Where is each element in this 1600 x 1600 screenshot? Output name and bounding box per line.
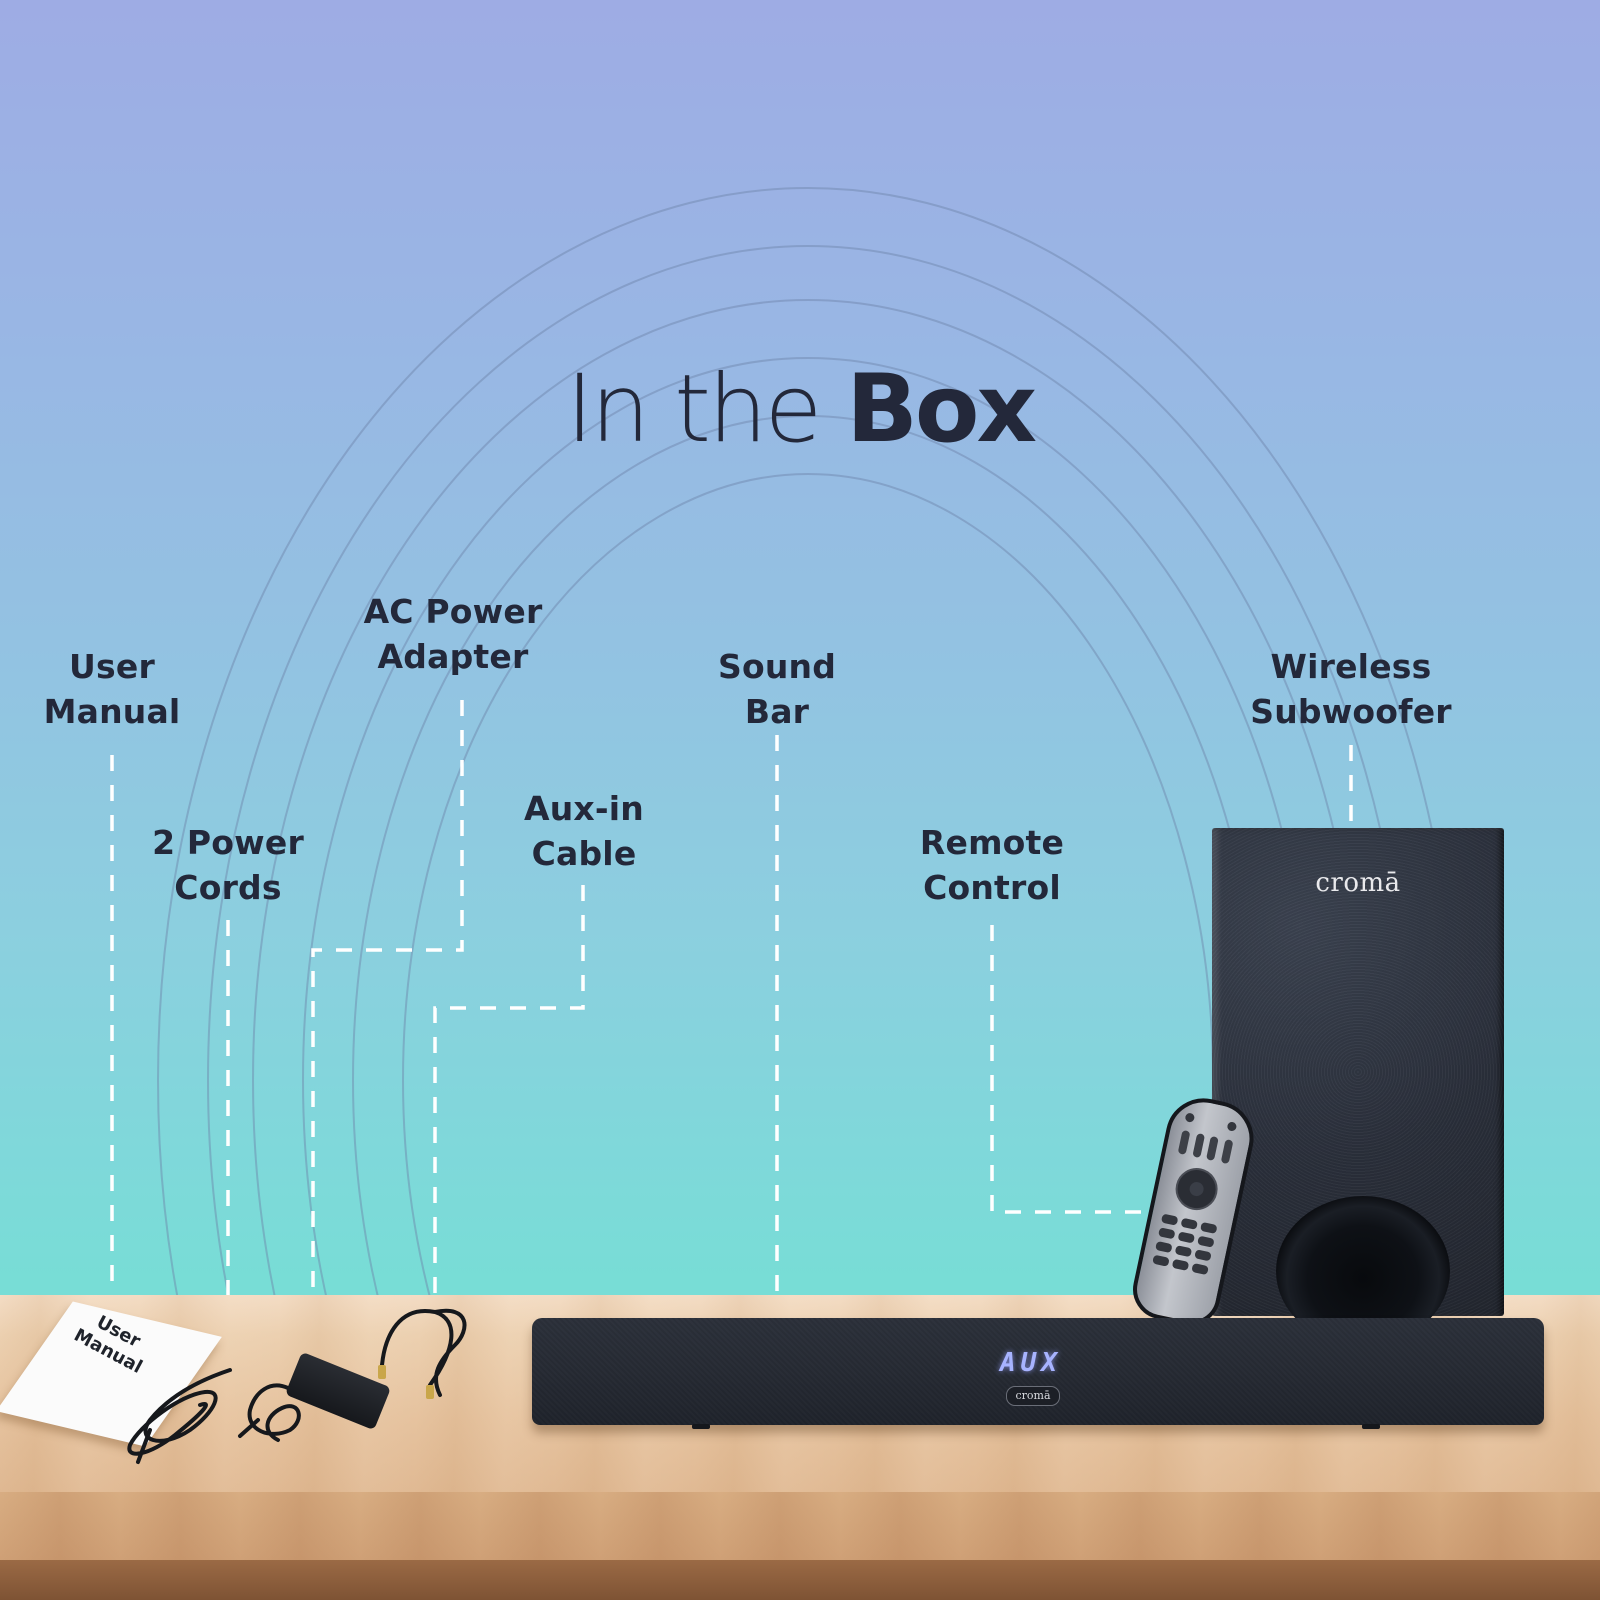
soundbar-display: AUX [1000,1348,1062,1378]
label-user-manual: User Manual [44,644,181,734]
label-power-cords: 2 Power Cords [152,820,304,910]
label-aux-cable: Aux-in Cable [524,786,644,876]
label-remote: Remote Control [920,820,1064,910]
label-line: Wireless [1270,647,1432,686]
label-line: Sound [717,647,837,686]
label-line: 2 Power [152,823,304,862]
label-line: Remote [919,823,1065,862]
wooden-table-underside [0,1560,1600,1600]
remote-top-buttons [1184,1112,1238,1132]
soundbar-foot [692,1424,710,1429]
subwoofer-image: cromā [1212,828,1504,1346]
label-line: AC Power [363,592,543,631]
label-ac-adapter: AC Power Adapter [364,589,543,679]
remote-rocker-buttons [1177,1129,1234,1165]
label-sound-bar: Sound Bar [718,644,836,734]
label-line: Cords [174,868,282,907]
soundbar-foot [1362,1424,1380,1429]
label-line: Manual [43,692,181,731]
label-line: User [69,647,155,686]
label-line: Adapter [377,637,529,676]
remote-dpad [1171,1164,1222,1214]
soundbar-image: AUX cromā [532,1318,1544,1429]
title-bold: Box [846,355,1037,464]
label-line: Cable [531,834,637,873]
label-line: Aux-in [523,789,645,828]
subwoofer-brand-logo: cromā [1315,868,1401,898]
label-line: Subwoofer [1250,692,1452,731]
label-line: Bar [744,692,810,731]
page-title: In the Box [0,362,1600,457]
soundbar-brand-logo: cromā [1006,1386,1060,1406]
label-line: Control [923,868,1061,907]
title-light: In the [565,355,847,464]
remote-keypad [1152,1213,1218,1276]
label-subwoofer: Wireless Subwoofer [1250,644,1452,734]
wooden-table-edge [0,1492,1600,1560]
